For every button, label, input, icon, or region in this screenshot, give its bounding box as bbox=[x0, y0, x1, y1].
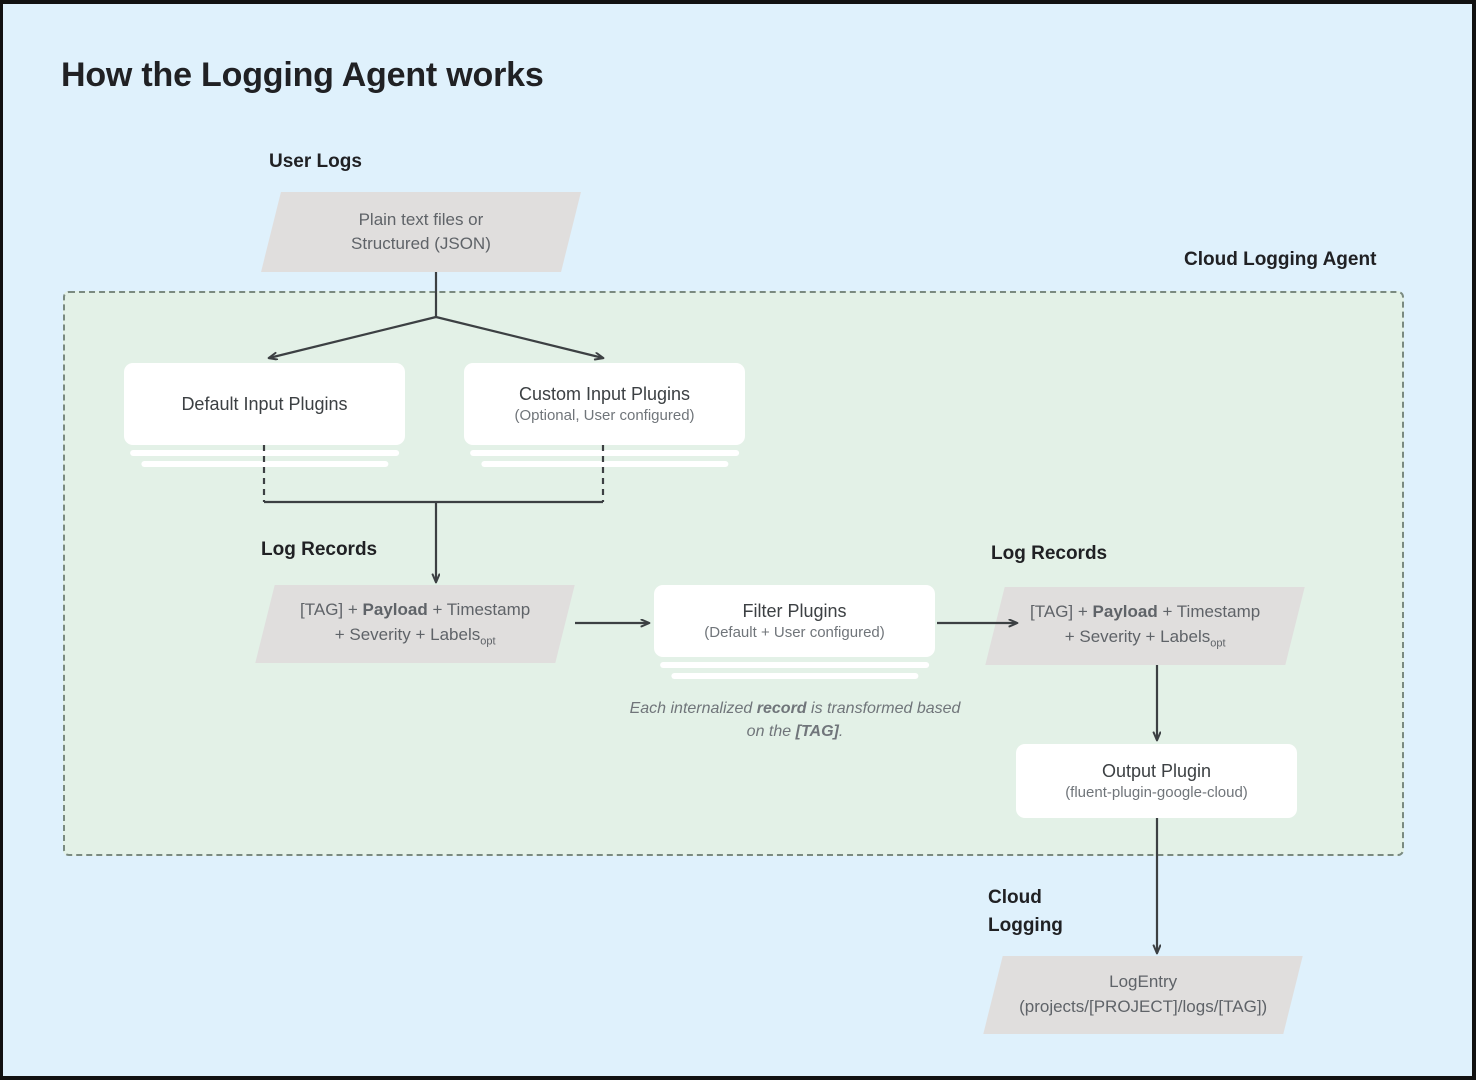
filter-plugins-title: Filter Plugins bbox=[742, 600, 847, 621]
log-record-left-seg-2: + Timestamp bbox=[427, 600, 531, 620]
log-record-left-seg-0: [TAG] + bbox=[299, 600, 363, 620]
custom-input-plugins-subtitle: (Optional, User configured) bbox=[514, 407, 695, 425]
log-record-right-subscript: opt bbox=[1210, 637, 1226, 650]
node-log-record-left: [TAG] + Payload + Timestamp + Severity +… bbox=[255, 585, 575, 663]
node-log-record-right: [TAG] + Payload + Timestamp + Severity +… bbox=[985, 587, 1305, 665]
log-record-right-line-1: [TAG] + Payload + Timestamp bbox=[1030, 600, 1260, 625]
card-stack-layer-1 bbox=[659, 662, 930, 668]
node-log-entry: LogEntry (projects/[PROJECT]/logs/[TAG]) bbox=[983, 956, 1303, 1034]
caption-part-1: Each internalized bbox=[629, 700, 757, 717]
card-stack-layer-2 bbox=[480, 461, 729, 467]
user-logs-line-1: Plain text files or bbox=[358, 210, 484, 230]
card-stack-layer-2 bbox=[670, 673, 919, 679]
card-stack-layer-2 bbox=[140, 461, 389, 467]
card-stack-layer-1 bbox=[129, 450, 400, 456]
log-record-left-line-1: [TAG] + Payload + Timestamp bbox=[300, 598, 530, 623]
node-custom-input-plugins[interactable]: Custom Input Plugins (Optional, User con… bbox=[464, 363, 745, 467]
log-record-right-line2-prefix: + Severity + Labels bbox=[1064, 626, 1211, 646]
caption-bold-tag: [TAG] bbox=[795, 723, 839, 741]
node-default-input-plugins[interactable]: Default Input Plugins bbox=[124, 363, 405, 467]
label-cloud-logging-agent: Cloud Logging Agent bbox=[1184, 249, 1377, 270]
log-record-left-seg-1: Payload bbox=[362, 600, 428, 620]
filter-plugins-subtitle: (Default + User configured) bbox=[704, 624, 885, 642]
caption-bold-record: record bbox=[756, 700, 807, 717]
output-plugin-title: Output Plugin bbox=[1101, 760, 1212, 781]
log-record-right-seg-2: + Timestamp bbox=[1157, 602, 1261, 622]
label-cloud-logging: Cloud Logging bbox=[988, 887, 1063, 936]
caption-transform-note: Each internalized record is transformed … bbox=[625, 697, 965, 743]
log-record-left-line2-prefix: + Severity + Labels bbox=[334, 624, 481, 644]
caption-part-3: . bbox=[838, 723, 844, 741]
user-logs-line-2: Structured (JSON) bbox=[351, 234, 491, 253]
log-record-left-subscript: opt bbox=[480, 635, 496, 648]
label-log-records-right: Log Records bbox=[991, 543, 1108, 564]
log-entry-title: LogEntry bbox=[1108, 972, 1178, 992]
card-stack-layer-1 bbox=[469, 450, 740, 456]
caption-part-2: is transformed based on the bbox=[746, 700, 961, 741]
label-log-records-left: Log Records bbox=[261, 539, 378, 560]
default-input-plugins-title: Default Input Plugins bbox=[181, 393, 348, 414]
node-user-logs-source: Plain text files or Structured (JSON) bbox=[261, 192, 581, 272]
label-user-logs: User Logs bbox=[269, 151, 362, 172]
custom-input-plugins-title: Custom Input Plugins bbox=[518, 383, 691, 404]
output-plugin-subtitle: (fluent-plugin-google-cloud) bbox=[1065, 784, 1248, 802]
log-record-right-seg-1: Payload bbox=[1092, 602, 1158, 622]
page-title: How the Logging Agent works bbox=[61, 56, 544, 94]
log-record-right-line-2: + Severity + Labelsopt bbox=[1030, 625, 1260, 652]
node-filter-plugins[interactable]: Filter Plugins (Default + User configure… bbox=[654, 585, 935, 679]
log-record-left-line-2: + Severity + Labelsopt bbox=[300, 623, 530, 650]
log-record-right-seg-0: [TAG] + bbox=[1029, 602, 1093, 622]
node-output-plugin[interactable]: Output Plugin (fluent-plugin-google-clou… bbox=[1016, 744, 1297, 818]
log-entry-subtitle: (projects/[PROJECT]/logs/[TAG]) bbox=[1018, 997, 1268, 1016]
